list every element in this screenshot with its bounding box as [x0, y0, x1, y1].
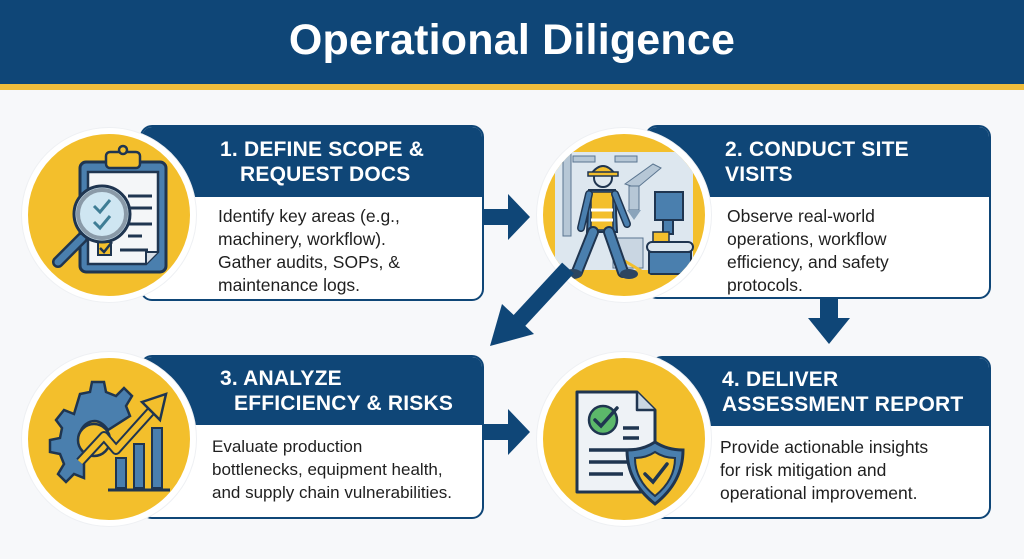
step-4-header: 4. DELIVER ASSESSMENT REPORT: [652, 358, 989, 426]
step-2-title-line2: VISITS: [725, 163, 793, 186]
step-2-description: Observe real-world operations, workflow …: [727, 206, 889, 295]
step-1-description: Identify key areas (e.g., machinery, wor…: [218, 206, 400, 295]
step-1-icon-circle: [22, 128, 196, 302]
step-1-title-line2: REQUEST DOCS: [240, 163, 411, 186]
step-card-1: 1. DEFINE SCOPE & REQUEST DOCS Identify …: [140, 125, 484, 301]
report-shield-icon: [575, 390, 685, 506]
step-4-title-line1: 4. DELIVER: [722, 368, 839, 391]
arrow-right-3-to-4: [484, 409, 530, 455]
accent-stripe: [0, 84, 1024, 90]
step-4-description: Provide actionable insights for risk mit…: [720, 437, 929, 503]
step-3-title-line1: 3. ANALYZE: [220, 367, 342, 390]
title-banner: Operational Diligence: [0, 0, 1024, 84]
step-3-icon-circle: [22, 352, 196, 526]
step-2-icon-circle: [537, 128, 711, 302]
arrow-right-1-to-2: [484, 194, 530, 240]
site-worker-icon: [555, 151, 694, 286]
step-3-header: 3. ANALYZE EFFICIENCY & RISKS: [142, 357, 482, 425]
step-4-icon-circle: [537, 352, 711, 526]
step-1-title-line1: 1. DEFINE SCOPE &: [220, 138, 425, 161]
step-1-header: 1. DEFINE SCOPE & REQUEST DOCS: [142, 127, 482, 197]
arrow-diagonal-2-to-3: [490, 262, 574, 346]
page-title: Operational Diligence: [288, 15, 736, 64]
gear-chart-icon: [48, 380, 170, 492]
step-4-title-line2: ASSESSMENT REPORT: [722, 393, 964, 416]
step-2-title-line1: 2. CONDUCT SITE: [725, 138, 909, 161]
step-3-title-line2: EFFICIENCY & RISKS: [234, 392, 454, 415]
arrow-down-2-to-4: [808, 298, 850, 344]
clipboard-magnifier-icon: [52, 144, 168, 274]
step-3-description: Evaluate production bottlenecks, equipme…: [212, 437, 453, 502]
